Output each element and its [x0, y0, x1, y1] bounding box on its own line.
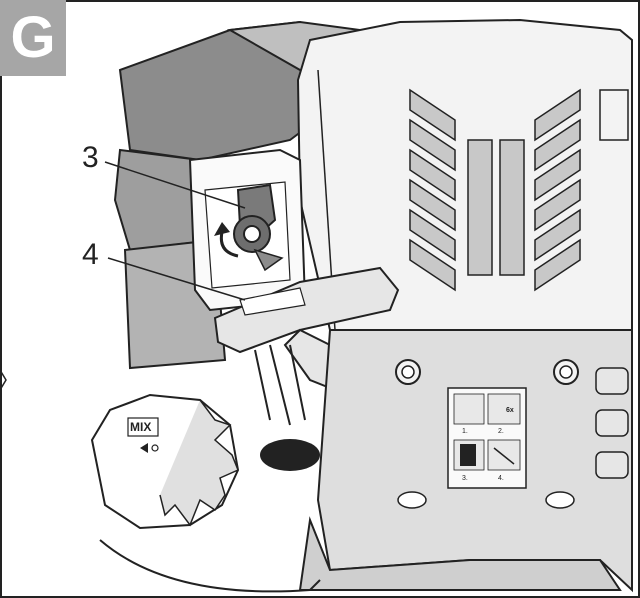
vent-slats-right [534, 88, 581, 292]
callout-label-4: 4 [82, 238, 99, 271]
sticker-repeat: 6x [506, 407, 514, 414]
fuel-mix-label: MIX [130, 420, 151, 434]
fuel-lines [254, 344, 320, 471]
fuel-cap-icon: MIX [90, 393, 321, 593]
sticker-step-3: 3. [462, 475, 468, 482]
callout-line-3 [104, 161, 246, 209]
callout-label-3: 3 [82, 141, 99, 174]
vent-slats-left [409, 88, 456, 292]
callout-line-4 [107, 257, 246, 301]
rotate-arrow-icon [214, 222, 239, 258]
choke-lever-icon[interactable] [233, 183, 284, 272]
engine-shroud [296, 18, 633, 331]
sticker-step-4: 4. [498, 475, 504, 482]
section-badge: G [0, 0, 66, 76]
sticker-step-1: 1. [462, 428, 468, 435]
sticker-step-2: 2. [498, 428, 504, 435]
instruction-sticker-icon: 6x 1. 2. 3. 4. [447, 387, 527, 489]
vent-slats-center [467, 139, 525, 276]
